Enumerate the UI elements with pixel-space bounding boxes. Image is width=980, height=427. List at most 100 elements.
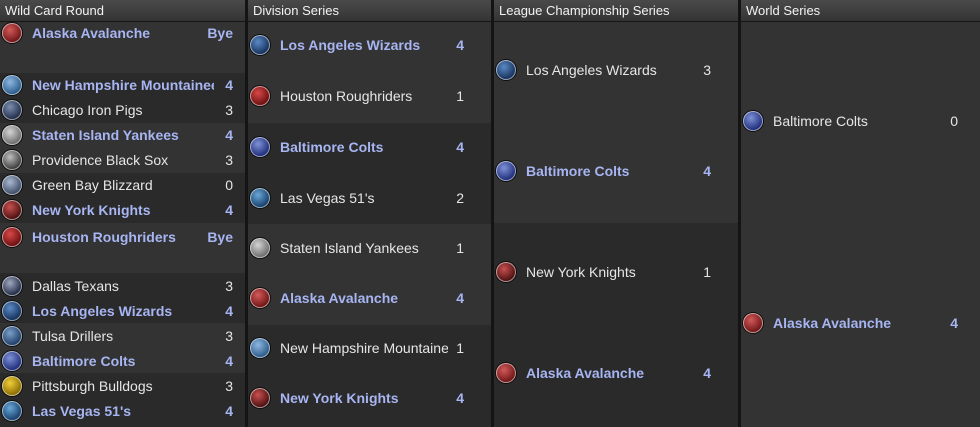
series-score: 2 [456, 189, 464, 206]
series-score: 4 [225, 201, 233, 218]
column-divider [491, 0, 494, 427]
team-name: Baltimore Colts [526, 162, 630, 179]
team-entry[interactable]: Tulsa Drillers 3 [0, 323, 245, 348]
team-logo-icon [2, 275, 22, 296]
team-name: Alaska Avalanche [773, 314, 892, 331]
team-logo-icon [2, 325, 22, 346]
team-logo-icon [496, 362, 516, 383]
round-title: Division Series [248, 0, 491, 22]
matchup-band [494, 22, 738, 223]
series-score: 1 [456, 87, 464, 104]
team-name: Alaska Avalanche [526, 364, 645, 381]
team-logo-icon [250, 34, 270, 55]
team-logo-icon [250, 287, 270, 308]
team-entry[interactable]: Baltimore Colts 0 [741, 108, 980, 133]
team-name: Las Vegas 51's [32, 402, 132, 419]
series-score: 1 [703, 263, 711, 280]
matchup-band [0, 273, 245, 323]
series-score: 4 [456, 389, 464, 406]
team-logo-icon [2, 124, 22, 145]
series-score: 4 [225, 402, 233, 419]
team-entry[interactable]: Los Angeles Wizards 4 [0, 298, 245, 323]
matchup-band [0, 73, 245, 123]
team-logo-icon [2, 400, 22, 421]
matchup-band [0, 123, 245, 173]
team-name: Tulsa Drillers [32, 327, 114, 344]
team-logo-icon [2, 99, 22, 120]
round-title: Wild Card Round [0, 0, 245, 22]
team-entry[interactable]: Staten Island Yankees 1 [248, 235, 491, 260]
team-entry[interactable]: Alaska Avalanche 4 [741, 310, 980, 335]
team-entry[interactable]: New Hampshire Mountaineers1 [248, 335, 491, 360]
team-logo-icon [250, 136, 270, 157]
team-name: Staten Island Yankees [280, 239, 419, 256]
team-entry[interactable]: Alaska Avalanche Bye [0, 20, 245, 45]
series-score: 4 [703, 162, 711, 179]
team-entry[interactable]: Houston Roughriders 1 [248, 83, 491, 108]
team-name: Alaska Avalanche [280, 289, 399, 306]
series-score: 1 [456, 339, 464, 356]
team-entry[interactable]: Alaska Avalanche 4 [248, 285, 491, 310]
team-entry[interactable]: Las Vegas 51's 4 [0, 398, 245, 423]
matchup-band [0, 173, 245, 223]
team-logo-icon [743, 110, 763, 131]
team-entry[interactable]: Baltimore Colts 4 [494, 158, 738, 183]
matchup-band [741, 22, 980, 427]
team-name: Baltimore Colts [773, 112, 868, 129]
team-name: Las Vegas 51's [280, 189, 375, 206]
team-name: Houston Roughriders [32, 228, 176, 245]
series-score: 4 [225, 76, 233, 93]
series-score: 3 [703, 61, 711, 78]
matchup-band [248, 224, 491, 325]
team-entry[interactable]: Las Vegas 51's 2 [248, 185, 491, 210]
series-score: 3 [225, 327, 233, 344]
series-score: 4 [225, 302, 233, 319]
series-score: 4 [456, 289, 464, 306]
series-score: Bye [207, 24, 233, 41]
team-name: Los Angeles Wizards [526, 61, 657, 78]
series-score: 1 [456, 239, 464, 256]
matchup-band [248, 325, 491, 427]
team-name: Los Angeles Wizards [32, 302, 173, 319]
team-logo-icon [2, 174, 22, 195]
column-divider [738, 0, 741, 427]
series-score: 3 [225, 101, 233, 118]
matchup-band [0, 323, 245, 373]
series-score: 3 [225, 277, 233, 294]
team-logo-icon [2, 226, 22, 247]
team-logo-icon [250, 387, 270, 408]
team-name: Alaska Avalanche [32, 24, 151, 41]
matchup-band [0, 373, 245, 427]
series-score: 4 [950, 314, 958, 331]
team-entry[interactable]: New York Knights 4 [248, 385, 491, 410]
team-logo-icon [250, 337, 270, 358]
matchup-band [494, 223, 738, 427]
matchup-band [248, 123, 491, 224]
series-score: 4 [225, 126, 233, 143]
series-score: 0 [225, 176, 233, 193]
team-name: Houston Roughriders [280, 87, 413, 104]
team-entry[interactable]: Los Angeles Wizards 3 [494, 57, 738, 82]
team-name: Pittsburgh Bulldogs [32, 377, 153, 394]
team-logo-icon [496, 160, 516, 181]
team-name: New York Knights [280, 389, 399, 406]
series-score: 0 [950, 112, 958, 129]
